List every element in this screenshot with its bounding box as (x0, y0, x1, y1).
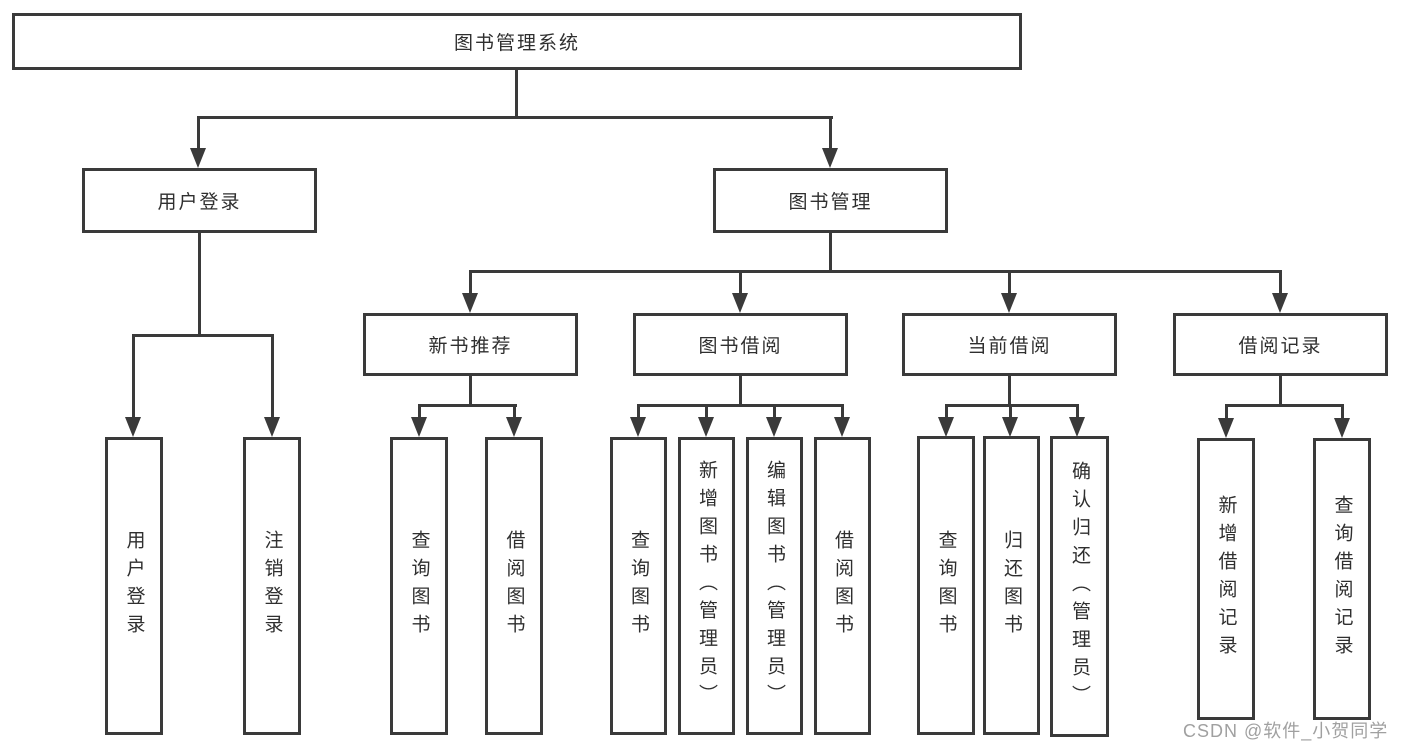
leaf-query-borrow-record: 查询借阅记录 (1313, 438, 1371, 720)
arrowhead-icon (1002, 417, 1018, 437)
v-line (515, 70, 518, 119)
arrowhead-icon (190, 148, 206, 168)
arrow-shaft (945, 404, 948, 420)
arrow-shaft (829, 116, 832, 150)
leaf-borrow-books-borrowing: 借阅图书 (814, 437, 871, 735)
leaf-add-books-admin: 新增图书（管理员） (678, 437, 735, 735)
node-book-management: 图书管理 (713, 168, 948, 233)
arrow-shaft (1279, 270, 1282, 296)
leaf-add-borrow-record: 新增借阅记录 (1197, 438, 1255, 720)
arrowhead-icon (506, 417, 522, 437)
arrowhead-icon (1272, 293, 1288, 313)
v-line (1008, 376, 1011, 407)
arrowhead-icon (822, 148, 838, 168)
h-line (945, 404, 1079, 407)
arrowhead-icon (1069, 417, 1085, 437)
arrowhead-icon (766, 417, 782, 437)
arrowhead-icon (938, 417, 954, 437)
leaf-query-books-recommend: 查询图书 (390, 437, 448, 735)
leaf-logout: 注销登录 (243, 437, 301, 735)
leaf-query-books-current: 查询图书 (917, 436, 975, 735)
arrow-shaft (132, 334, 135, 420)
leaf-return-books: 归还图书 (983, 436, 1040, 735)
arrowhead-icon (732, 293, 748, 313)
h-line (469, 270, 1282, 273)
arrow-shaft (1341, 404, 1344, 420)
arrowhead-icon (462, 293, 478, 313)
leaf-edit-books-admin: 编辑图书（管理员） (746, 437, 803, 735)
node-current-borrowing: 当前借阅 (902, 313, 1117, 376)
v-line (739, 376, 742, 407)
h-line (418, 404, 517, 407)
arrow-shaft (271, 334, 274, 420)
leaf-query-books-borrowing: 查询图书 (610, 437, 667, 735)
v-line (1279, 376, 1282, 407)
leaf-confirm-return-admin: 确认归还（管理员） (1050, 436, 1109, 737)
v-line (829, 233, 832, 273)
node-new-book-recommend: 新书推荐 (363, 313, 578, 376)
arrowhead-icon (834, 417, 850, 437)
arrow-shaft (739, 270, 742, 296)
arrow-shaft (705, 404, 708, 420)
h-line (197, 116, 833, 119)
arrowhead-icon (1218, 418, 1234, 438)
arrowhead-icon (125, 417, 141, 437)
arrow-shaft (1009, 404, 1012, 420)
arrow-shaft (1008, 270, 1011, 296)
node-library-management-system: 图书管理系统 (12, 13, 1022, 70)
arrow-shaft (197, 116, 200, 150)
h-line (637, 404, 844, 407)
arrow-shaft (418, 404, 421, 420)
arrowhead-icon (1334, 418, 1350, 438)
arrow-shaft (841, 404, 844, 420)
arrowhead-icon (264, 417, 280, 437)
arrow-shaft (637, 404, 640, 420)
leaf-user-login: 用户登录 (105, 437, 163, 735)
arrowhead-icon (411, 417, 427, 437)
arrowhead-icon (630, 417, 646, 437)
h-line (132, 334, 274, 337)
arrow-shaft (773, 404, 776, 420)
v-line (469, 376, 472, 407)
arrowhead-icon (1001, 293, 1017, 313)
leaf-borrow-books-recommend: 借阅图书 (485, 437, 543, 735)
csdn-watermark: CSDN @软件_小贺同学 (1183, 721, 1389, 741)
v-line (198, 233, 201, 337)
arrow-shaft (1225, 404, 1228, 420)
arrow-shaft (1076, 404, 1079, 420)
arrow-shaft (513, 404, 516, 420)
h-line (1225, 404, 1344, 407)
node-user-login: 用户登录 (82, 168, 317, 233)
arrow-shaft (469, 270, 472, 296)
arrowhead-icon (698, 417, 714, 437)
node-borrow-records: 借阅记录 (1173, 313, 1388, 376)
node-book-borrowing: 图书借阅 (633, 313, 848, 376)
